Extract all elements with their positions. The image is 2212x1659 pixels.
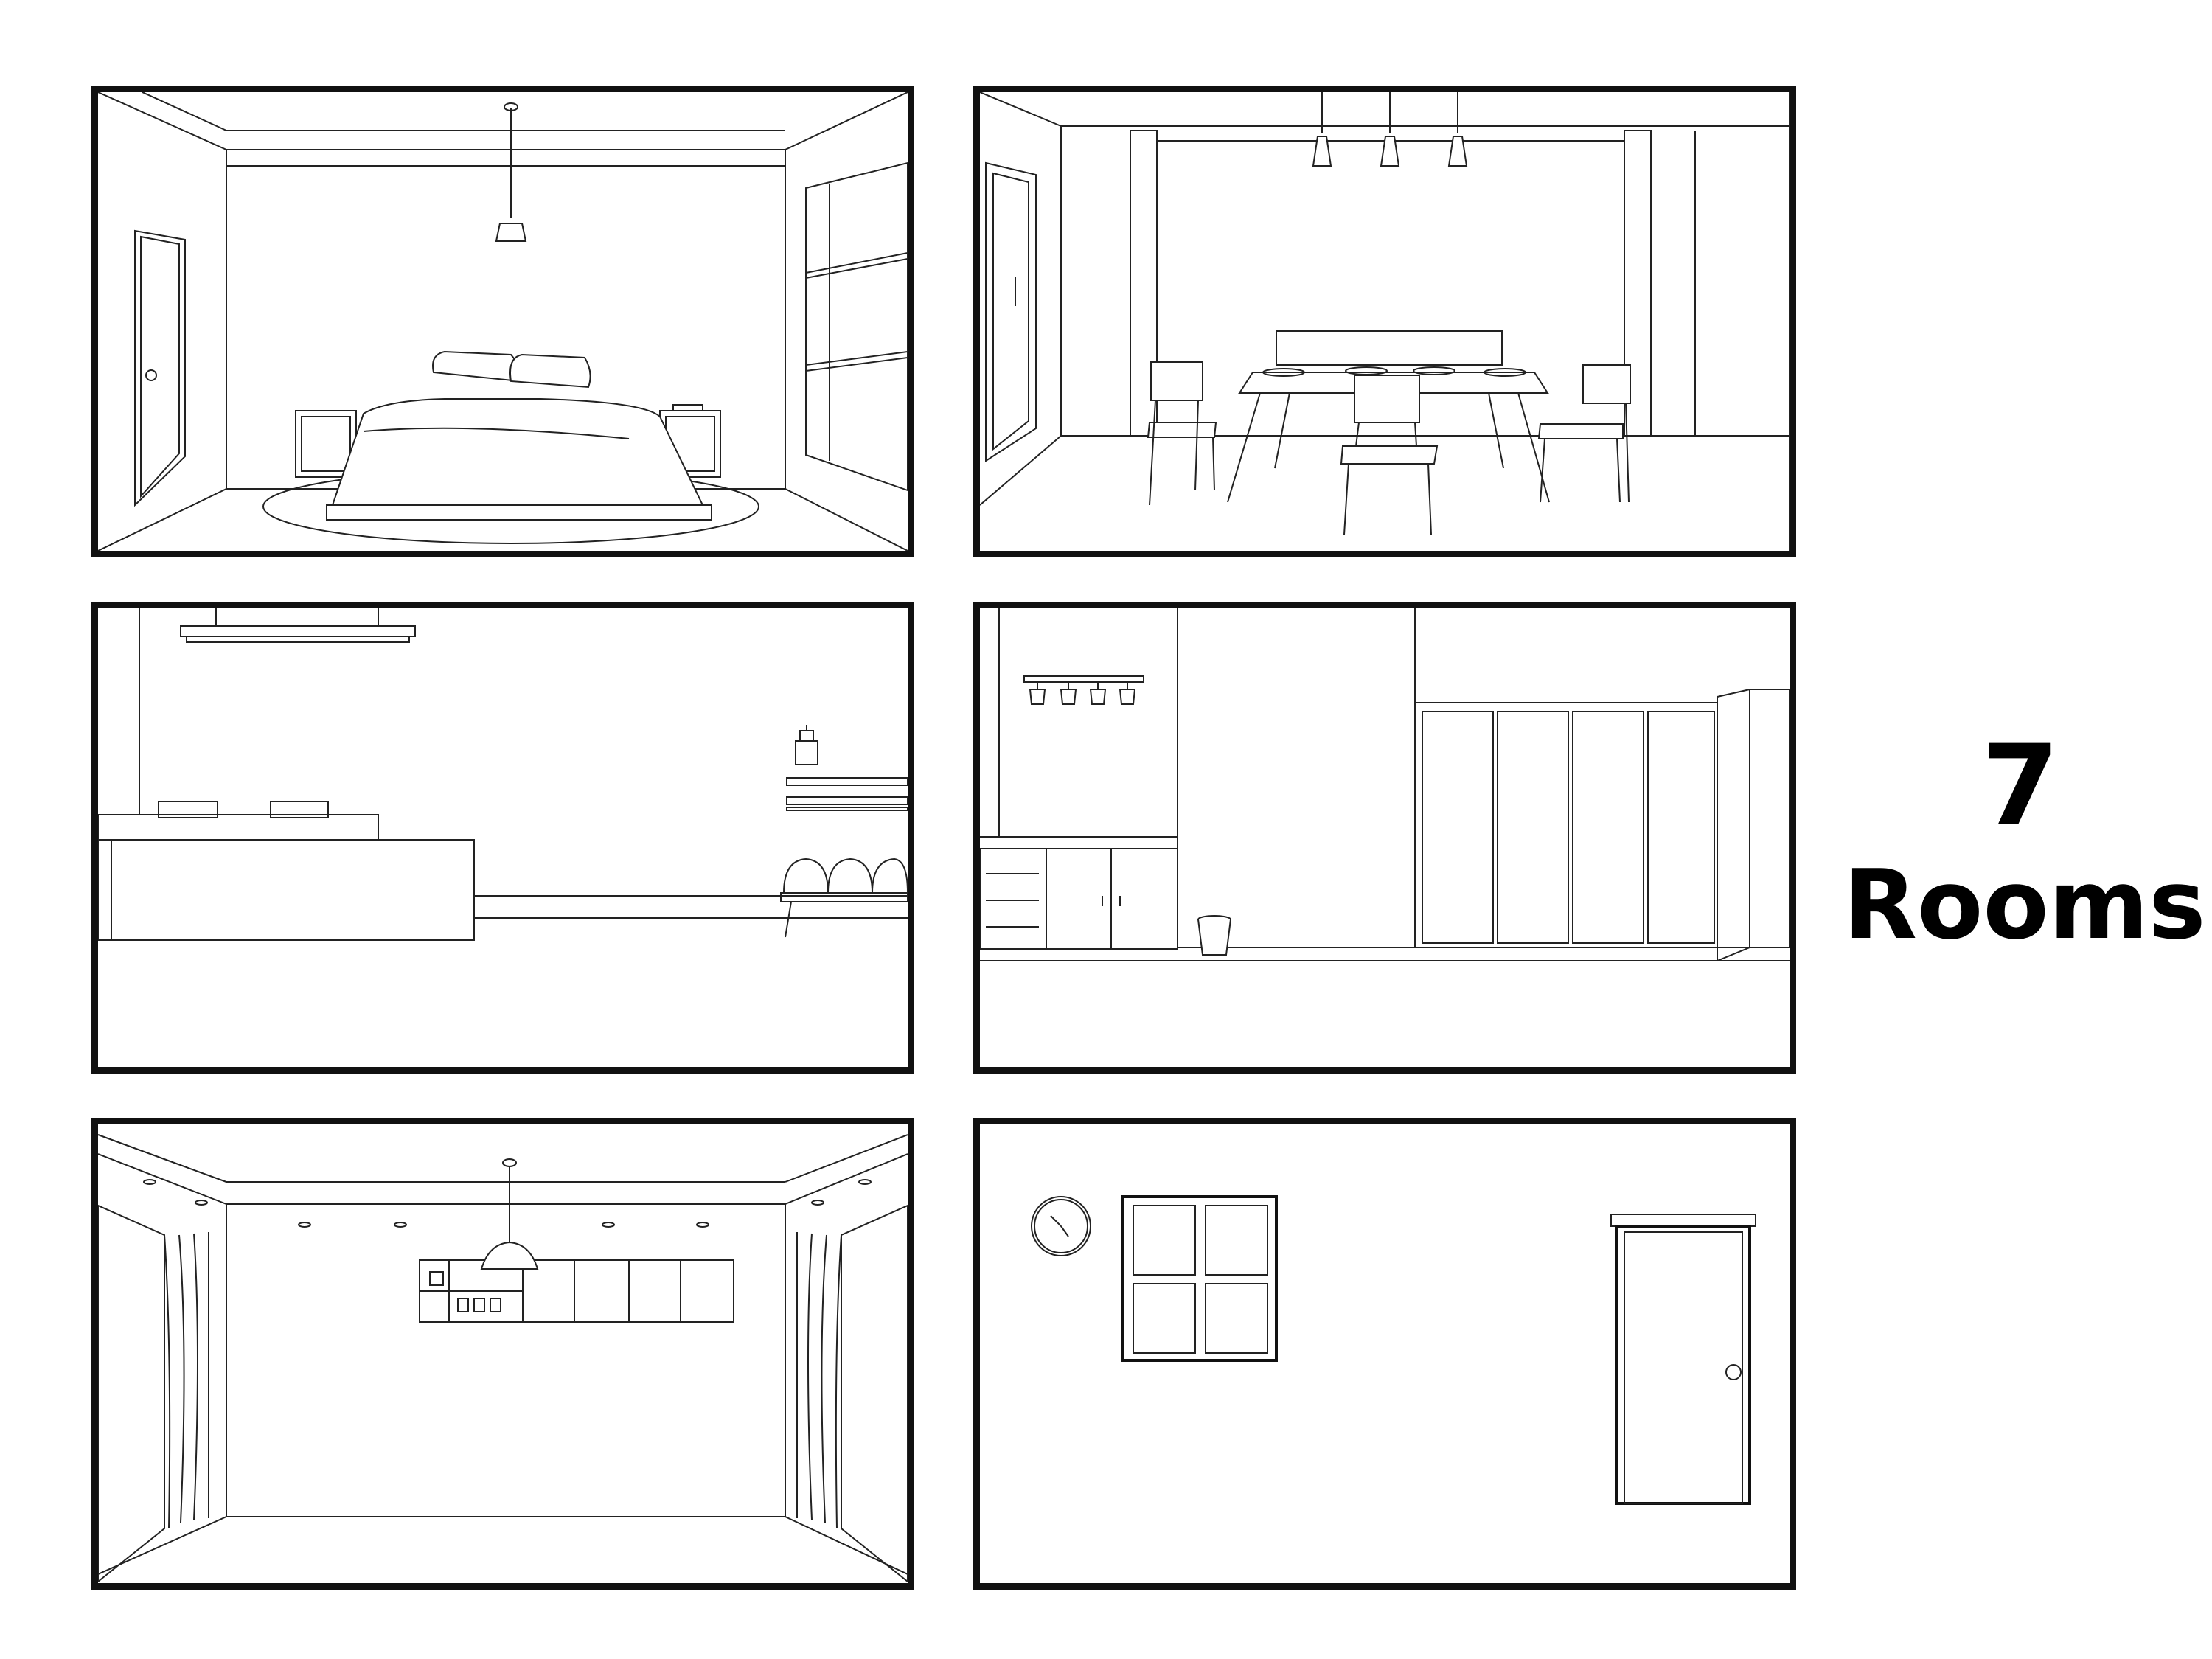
bed-icon	[326, 350, 712, 521]
ceiling-spot-icon	[143, 1179, 872, 1228]
window-icon	[1121, 1195, 1278, 1362]
counter-icon	[98, 801, 475, 941]
shelf-icon	[805, 161, 908, 492]
wastebin-icon	[1197, 915, 1231, 956]
chair-icon	[780, 858, 908, 938]
window-icon	[985, 161, 1037, 462]
kitchen-nook-illustration	[980, 608, 1790, 962]
plain-room-illustration	[1031, 1195, 1756, 1505]
ceiling-light-icon	[180, 608, 416, 643]
room-count: 7	[1981, 722, 2059, 850]
mug-rack-icon	[1023, 675, 1144, 705]
door-icon	[1610, 1214, 1756, 1505]
pendant-lamp-icon	[480, 1158, 539, 1270]
panel-living-room	[91, 1118, 914, 1590]
clock-icon	[1031, 1196, 1091, 1256]
rooms-label: Rooms	[1843, 848, 2206, 961]
title-caption: 7 Rooms	[1843, 722, 2206, 961]
door-icon	[134, 229, 186, 507]
curtain-icon	[98, 1204, 908, 1583]
pendant-lamp-icon	[1312, 92, 1468, 167]
chair-icon	[1147, 361, 1631, 535]
panel-dining-room	[973, 86, 1796, 557]
bedroom-illustration	[98, 92, 908, 551]
panel-waiting-room	[91, 602, 914, 1074]
cabinet-icon	[980, 848, 1178, 950]
panel-bedroom	[91, 86, 914, 557]
wall-cabinet-icon	[419, 1259, 734, 1323]
panel-plain-room	[973, 1118, 1796, 1590]
living-room-illustration	[98, 1134, 908, 1583]
waiting-room-illustration	[98, 608, 908, 941]
panel-kitchen-nook	[973, 602, 1796, 1074]
pendant-lamp-icon	[495, 102, 527, 242]
shelf-icon	[786, 725, 908, 811]
wardrobe-icon	[1414, 689, 1790, 962]
dining-room-illustration	[980, 92, 1790, 551]
